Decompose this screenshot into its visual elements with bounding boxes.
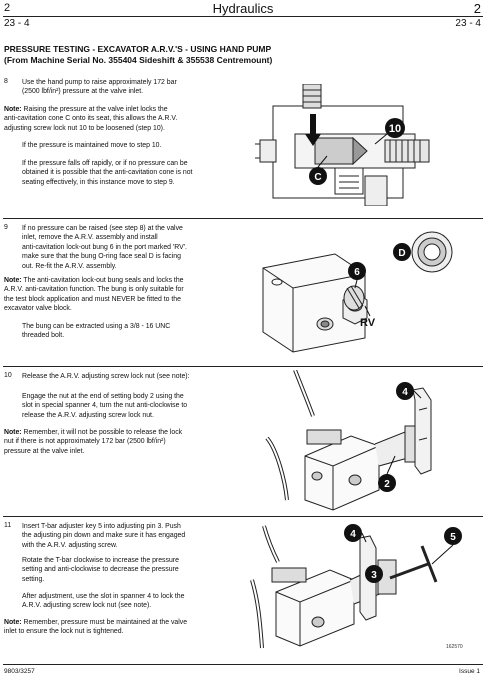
callout-4-step-11: 4 bbox=[350, 529, 356, 540]
step-8-line2: (2500 lbf/in²) pressure at the valve inl… bbox=[22, 88, 144, 96]
step-8-note-line1: Raising the pressure at the valve inlet … bbox=[21, 106, 168, 113]
step-10-number: 10 bbox=[4, 372, 12, 379]
step-9-note-line2: A.R.V. anti-cavitation function. The bun… bbox=[4, 286, 184, 294]
step-10-para1: Engage the nut at the end of setting bod… bbox=[22, 392, 247, 420]
step-11-line1: Insert T-bar adjuster key 5 into adjusti… bbox=[22, 523, 181, 530]
step-11-text: Insert T-bar adjuster key 5 into adjusti… bbox=[22, 522, 247, 550]
step-9-para1-line2: threaded bolt. bbox=[22, 332, 65, 340]
step-11-para1-line2: setting and anti-clockwise to decrease t… bbox=[22, 566, 179, 574]
step-9-para1: The bung can be extracted using a 3/8 - … bbox=[22, 322, 247, 341]
step-8-number: 8 bbox=[4, 78, 8, 85]
step-10-note: Note: Remember, it will not be possible … bbox=[4, 428, 249, 456]
step-10-note-line2: nut if there is not approximately 172 ba… bbox=[4, 438, 166, 446]
step-9-line5: out. Re-fit the A.R.V. assembly. bbox=[22, 262, 117, 270]
step-8-para2-line3: seating effectively, in this instance mo… bbox=[22, 178, 175, 186]
step-10-para1-line2: slot in special spanner 4, turn the nut … bbox=[22, 402, 188, 410]
step-11-para1: Rotate the T-bar clockwise to increase t… bbox=[22, 556, 247, 584]
step-11-line3: with the A.R.V. adjusting screw. bbox=[22, 541, 118, 549]
procedure-title-line2: (From Machine Serial No. 355404 Sideshif… bbox=[4, 55, 273, 65]
step-9-note: Note: The anti-cavitation lock-out bung … bbox=[4, 276, 249, 314]
step-10-note-line1: Remember, it will not be possible to rel… bbox=[21, 429, 183, 436]
procedure-title-line1: PRESSURE TESTING - EXCAVATOR A.R.V.'S - … bbox=[4, 44, 272, 54]
step-11-note-label: Note: bbox=[4, 619, 22, 626]
step-10-para1-line1: Engage the nut at the end of setting bod… bbox=[22, 393, 184, 400]
document-number: 9803/3257 bbox=[4, 668, 35, 675]
step-8-para2-line2: obtained it is possible that the anti-ca… bbox=[22, 169, 193, 177]
step-10-note-line3: pressure at the valve inlet. bbox=[4, 447, 85, 455]
step-10-para1-line3: release the A.R.V. adjusting screw lock … bbox=[22, 411, 154, 419]
step-8-note-label: Note: bbox=[4, 106, 22, 113]
step-9-test-block-diagram: D 6 RV bbox=[262, 231, 453, 353]
step-9-text: If no pressure can be raised (see step 8… bbox=[22, 224, 247, 271]
callout-2: 2 bbox=[384, 479, 390, 490]
step-8-note-line3: adjusting screw lock nut 10 to be loosen… bbox=[4, 124, 165, 132]
callout-6: 6 bbox=[354, 267, 360, 278]
page-number-right: 2 bbox=[473, 1, 481, 16]
step-11-note-line2: inlet to ensure the lock nut is tightene… bbox=[4, 628, 124, 636]
callout-D: D bbox=[398, 248, 405, 259]
figure-reference: 162570 bbox=[446, 644, 463, 650]
step-9-note-line1: The anti-cavitation lock-out bung seals … bbox=[21, 277, 184, 284]
step-9-number: 9 bbox=[4, 224, 8, 231]
step-8-para2: If the pressure falls off rapidly, or if… bbox=[22, 159, 247, 187]
header-rule bbox=[3, 16, 483, 17]
step-8-note: Note: Raising the pressure at the valve … bbox=[4, 105, 249, 133]
chapter-title: Hydraulics bbox=[212, 1, 274, 16]
step-11-para2-line1: After adjustment, use the slot in spanne… bbox=[22, 593, 185, 600]
issue-label: Issue 1 bbox=[459, 668, 480, 675]
step-11-note-line1: Remember, pressure must be maintained at… bbox=[21, 619, 188, 626]
step-10-spanner-diagram: 4 2 bbox=[265, 370, 432, 511]
step-11-para2: After adjustment, use the slot in spanne… bbox=[22, 592, 247, 611]
step-9-line3: anti-cavitation lock-out bung 6 in the p… bbox=[22, 243, 187, 251]
step-8-para1: If the pressure is maintained move to st… bbox=[22, 142, 162, 149]
callout-C: C bbox=[314, 172, 321, 183]
divider-step-10-11 bbox=[3, 516, 483, 517]
callout-RV: RV bbox=[360, 317, 376, 329]
step-8-text: Use the hand pump to raise approximately… bbox=[22, 78, 247, 97]
step-10-line1: Release the A.R.V. adjusting screw lock … bbox=[22, 373, 190, 380]
callout-5: 5 bbox=[450, 532, 456, 543]
divider-step-8-9 bbox=[3, 218, 483, 219]
step-8-line1: Use the hand pump to raise approximately… bbox=[22, 79, 177, 86]
step-8-para2-line1: If the pressure falls off rapidly, or if… bbox=[22, 160, 188, 167]
step-8-note-line2: anti-cavitation cone C onto its seat, th… bbox=[4, 115, 178, 123]
section-number-left: 23 - 4 bbox=[4, 18, 30, 29]
step-11-line2: the adjusting pin down and make sure it … bbox=[22, 532, 186, 540]
step-10-note-label: Note: bbox=[4, 429, 22, 436]
step-9-note-line4: excavator valve block. bbox=[4, 305, 72, 313]
procedure-title: PRESSURE TESTING - EXCAVATOR A.R.V.'S - … bbox=[4, 44, 444, 66]
step-9-line2: inlet, remove the A.R.V. assembly and in… bbox=[22, 234, 158, 242]
step-9-para1-line1: The bung can be extracted using a 3/8 - … bbox=[22, 323, 171, 330]
step-11-para2-line2: A.R.V. adjusting screw lock nut (see not… bbox=[22, 602, 152, 610]
footer-rule bbox=[3, 664, 483, 665]
step-9-line4: make sure that the bung O-ring face seal… bbox=[22, 253, 181, 261]
callout-10: 10 bbox=[389, 123, 401, 135]
step-9-note-line3: the test block application and must NEVE… bbox=[4, 295, 181, 303]
divider-step-9-10 bbox=[3, 366, 483, 367]
page-number-left: 2 bbox=[4, 2, 11, 14]
step-9-note-label: Note: bbox=[4, 277, 22, 284]
step-8-valve-diagram: 10 C bbox=[255, 84, 430, 206]
callout-4: 4 bbox=[402, 387, 408, 398]
section-number-right: 23 - 4 bbox=[455, 18, 481, 29]
step-9-line1: If no pressure can be raised (see step 8… bbox=[22, 225, 183, 232]
step-11-note: Note: Remember, pressure must be maintai… bbox=[4, 618, 249, 637]
step-11-number: 11 bbox=[4, 522, 12, 529]
step-11-para1-line3: setting. bbox=[22, 575, 45, 583]
callout-3: 3 bbox=[371, 570, 377, 581]
step-11-para1-line1: Rotate the T-bar clockwise to increase t… bbox=[22, 557, 179, 564]
step-11-tbar-adjuster-diagram: 4 5 3 162570 bbox=[250, 524, 463, 650]
